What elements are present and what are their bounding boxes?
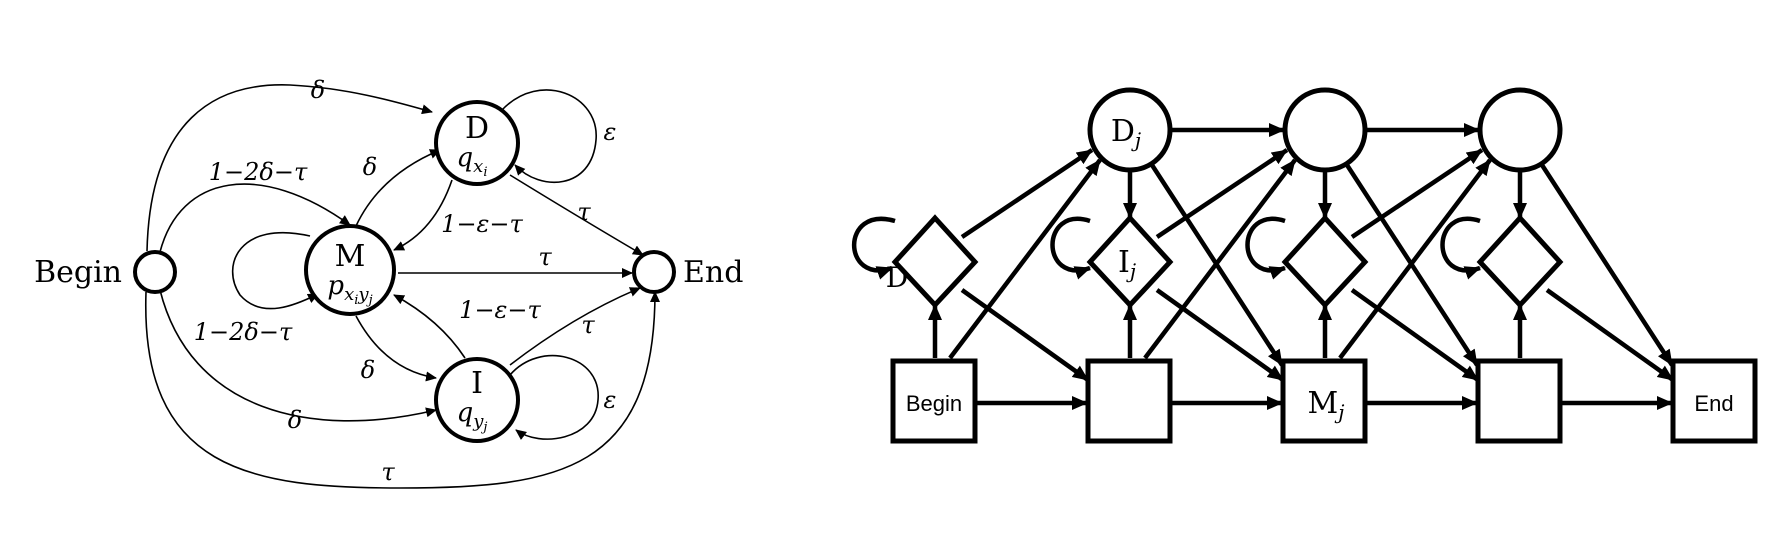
delete-node-3 (1477, 87, 1563, 173)
edge-begin-m (159, 183, 351, 253)
label-m-self: 1−2δ−τ (194, 318, 293, 346)
label-begin-i: δ (288, 406, 302, 434)
begin-node (890, 358, 978, 444)
label-begin-m: 1−2δ−τ (209, 158, 308, 186)
dj-label: Dj (1111, 114, 1141, 152)
edge-begin-d (146, 84, 433, 252)
insert-node-3 (1476, 214, 1564, 309)
edge-m1-d2 (1143, 158, 1297, 360)
edge-m-i (355, 315, 437, 382)
profile-hmm-diagram: Begin End D Dj Ij Mj (851, 87, 1758, 444)
node-m (304, 224, 396, 316)
m-state-name: M (335, 239, 366, 274)
label-d-self: ε (604, 118, 617, 146)
edge-i-self (509, 354, 599, 440)
insert-node-1 (1086, 214, 1174, 309)
match-node-3 (1475, 358, 1563, 444)
edge-d2-m3 (1345, 163, 1479, 367)
pair-hmm-diagram: Begin End M pxiyj D qxi I qyj δ 1−2δ−τ δ… (34, 76, 743, 489)
end-node (1670, 358, 1758, 444)
edge-d3-end (1540, 163, 1674, 367)
pair-hmm-edges (145, 84, 660, 489)
label-d-m: 1−ε−τ (441, 210, 523, 238)
edge-d1-m2 (1150, 163, 1284, 367)
label-m-end: τ (538, 243, 552, 271)
self-loop-insert-1 (1050, 216, 1091, 280)
match-node-2 (1280, 358, 1368, 444)
ij-label: Ij (1118, 245, 1136, 283)
edge-d-end (509, 174, 644, 256)
d-state-name: D (465, 111, 489, 146)
edge-insert1-d2 (1155, 148, 1289, 239)
edge-begin-end (145, 291, 660, 489)
self-loop-insert-0 (851, 216, 896, 280)
m-emission: pxiyj (327, 271, 372, 308)
node-begin (133, 250, 177, 294)
delete-node-2 (1282, 87, 1368, 173)
mj-label: Mj (1308, 386, 1345, 424)
edge-d-self (501, 89, 597, 184)
insert-node-0 (891, 214, 979, 309)
profile-begin-label: Begin (906, 391, 962, 416)
label-m-d: δ (363, 153, 377, 181)
node-d (434, 100, 520, 186)
label-i-end: τ (581, 311, 595, 339)
i-emission: qyj (457, 398, 488, 435)
match-node-1 (1085, 358, 1173, 444)
label-begin-end: τ (381, 458, 395, 486)
delete-node-1 (1087, 87, 1173, 173)
d-emission: qxi (457, 143, 488, 180)
self-loop-insert-3 (1440, 216, 1481, 280)
i-state-name: I (471, 366, 483, 401)
edge-m2-d3 (1338, 158, 1492, 360)
edge-insert2-m3 (1350, 288, 1480, 382)
node-end (632, 250, 676, 294)
profile-hmm-nodes (890, 87, 1758, 444)
edge-insert1-m2 (1155, 288, 1285, 382)
insert0-d-label: D (886, 261, 908, 294)
edge-insert2-d3 (1350, 148, 1484, 239)
label-i-m: 1−ε−τ (459, 296, 541, 324)
begin-label: Begin (34, 255, 122, 290)
insert-node-2 (1281, 214, 1369, 309)
edge-i-m (393, 294, 466, 359)
end-label: End (683, 255, 743, 290)
pair-hmm-edge-labels: δ 1−2δ−τ δ ε 1−ε−τ τ τ 1−2δ−τ 1−ε−τ τ δ … (194, 76, 617, 486)
label-begin-d: δ (311, 76, 325, 104)
edge-m-self (231, 231, 319, 310)
self-loop-insert-2 (1245, 216, 1286, 280)
node-i (434, 357, 520, 443)
label-m-i: δ (361, 356, 375, 384)
profile-hmm-labels: Begin End D Dj Ij Mj (886, 114, 1734, 424)
edge-m-d (355, 149, 441, 227)
edge-begin-i (159, 289, 437, 422)
edge-insert0-d1 (960, 148, 1094, 239)
label-i-self: ε (604, 386, 617, 414)
edge-insert3-end (1545, 288, 1675, 382)
pair-hmm-nodes (133, 100, 676, 443)
profile-hmm-edges (851, 123, 1675, 410)
edge-insert0-m1 (960, 288, 1090, 382)
pair-hmm-labels: Begin End M pxiyj D qxi I qyj δ 1−2δ−τ δ… (34, 76, 743, 486)
edge-d-m (393, 179, 453, 251)
profile-end-label: End (1694, 391, 1733, 416)
edge-begin-d1 (948, 158, 1102, 360)
edge-i-end (509, 287, 641, 366)
label-d-end: τ (577, 198, 591, 226)
